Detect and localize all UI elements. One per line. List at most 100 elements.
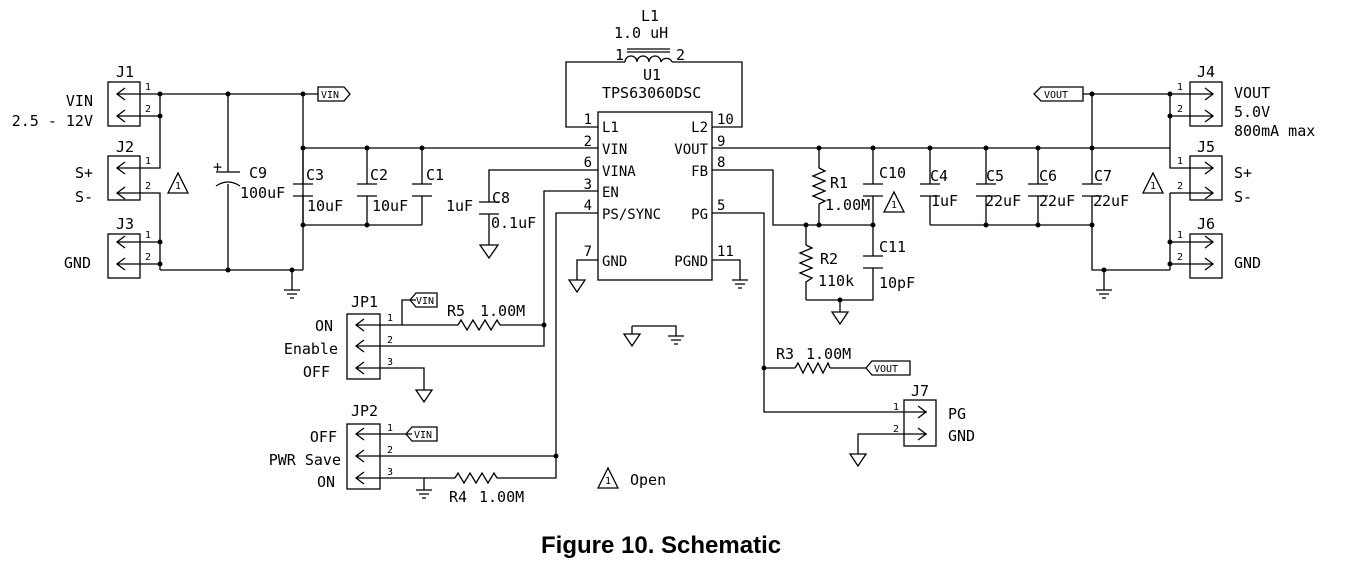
conn-label: S-	[75, 188, 93, 206]
conn-label: 5.0V	[1234, 103, 1270, 121]
pin-num-vina: 6	[584, 155, 592, 171]
res-value: 1.00M	[479, 488, 524, 506]
pin-num-gnd: 7	[584, 244, 592, 260]
open-mark: 1	[175, 181, 181, 192]
jumper-jp1: 1 2 3 JP1 ON Enable OFF	[284, 293, 393, 381]
pin-name-fb: FB	[691, 164, 708, 180]
res-ref: R1	[830, 174, 848, 192]
res-ref: R3	[776, 345, 794, 363]
inductor-pin2: 2	[676, 46, 685, 64]
conn-label: GND	[64, 254, 91, 272]
conn-label: PWR Save	[269, 451, 341, 469]
conn-label: OFF	[310, 428, 337, 446]
cap-value: 1uF	[446, 197, 473, 215]
res-value: 1.00M	[825, 196, 870, 214]
pin-num: 1	[1177, 230, 1183, 241]
pin-name-pg: PG	[691, 207, 708, 223]
resistor-r5: R5 1.00M	[447, 302, 525, 332]
capacitor-c7: C7 22uF	[1082, 167, 1129, 210]
pin-name-l1: L1	[602, 120, 619, 136]
cap-ref: C3	[306, 166, 324, 184]
capacitor-c2: C2 10uF	[357, 166, 408, 215]
capacitor-c3: C3 10uF	[293, 166, 343, 215]
conn-ref: J7	[911, 382, 929, 400]
pin-num: 2	[145, 181, 151, 192]
cap-value: 22uF	[1039, 192, 1075, 210]
resistor-r4: R4 1.00M	[449, 471, 524, 506]
res-ref: R2	[820, 250, 838, 268]
resistor-r1: R1 1.00M	[811, 167, 870, 214]
net-label-text: VIN	[416, 296, 434, 307]
conn-ref: J4	[1197, 63, 1215, 81]
legend-mark: 1	[605, 476, 611, 487]
pin-num: 1	[145, 156, 151, 167]
connector-j2: 1 2 J2 S+ S- 1	[75, 138, 190, 206]
open-mark: 1	[1150, 181, 1156, 192]
conn-label: GND	[948, 427, 975, 445]
conn-ref: J3	[116, 215, 134, 233]
pin-num: 3	[387, 357, 393, 368]
cap-ref: C11	[879, 238, 906, 256]
pin-num-vin: 2	[584, 134, 592, 150]
pin-num: 1	[1177, 82, 1183, 93]
conn-label: PG	[948, 405, 966, 423]
resistor-r3: R3 1.00M	[776, 345, 851, 375]
pin-num-pgnd: 11	[717, 244, 734, 260]
net-label-vout-pg: VOUT	[865, 360, 911, 376]
cap-value: 100uF	[240, 184, 285, 202]
net-label-text: VIN	[414, 430, 432, 441]
pin-num-en: 3	[584, 177, 592, 193]
pin-name-ps: PS/SYNC	[602, 207, 661, 223]
connector-j7: 1 2 J7 PG GND	[893, 382, 975, 447]
conn-label: VOUT	[1234, 84, 1270, 102]
res-value: 1.00M	[480, 302, 525, 320]
capacitor-c5: C5 22uF	[976, 167, 1021, 210]
cap-ref: C2	[370, 166, 388, 184]
open-marker-c10: 1	[882, 190, 906, 213]
conn-label: GND	[1234, 254, 1261, 272]
capacitor-c4: C4 1uF	[920, 167, 958, 210]
pin-num: 1	[145, 82, 151, 93]
resistor-r2: R2 110k	[798, 244, 854, 290]
pin-name-l2: L2	[691, 120, 708, 136]
conn-label: Enable	[284, 340, 338, 358]
cap-ref: C4	[930, 167, 948, 185]
cap-value: 22uF	[985, 192, 1021, 210]
connector-j4: 1 2 J4 VOUT 5.0V 800mA max	[1177, 63, 1315, 140]
cap-ref: C7	[1094, 167, 1112, 185]
capacitor-c11: C11 10pF	[863, 238, 915, 292]
cap-ref: C1	[426, 166, 444, 184]
res-value: 1.00M	[806, 345, 851, 363]
conn-label: ON	[317, 473, 335, 491]
pin-num: 1	[1177, 156, 1183, 167]
cap-ref: C9	[249, 164, 267, 182]
conn-ref: J5	[1197, 138, 1215, 156]
conn-ref: J6	[1197, 215, 1215, 233]
net-label-text: VOUT	[1044, 90, 1068, 101]
pin-num: 2	[1177, 104, 1183, 115]
cap-ref: C10	[879, 164, 906, 182]
pin-name-vout: VOUT	[674, 142, 708, 158]
legend: 1 Open	[596, 466, 666, 489]
junctions	[157, 91, 1173, 459]
conn-label: ON	[315, 317, 333, 335]
conn-ref: J2	[116, 138, 134, 156]
net-label-vout-top: VOUT	[1033, 86, 1084, 102]
capacitor-c8: C8 0.1uF	[479, 189, 536, 232]
pin-name-vin: VIN	[602, 142, 627, 158]
pin-num: 2	[387, 335, 393, 346]
pin-num: 2	[387, 445, 393, 456]
pin-name-en: EN	[602, 185, 619, 201]
conn-label: S+	[75, 164, 93, 182]
figure-caption: Figure 10. Schematic	[541, 532, 781, 559]
legend-text: Open	[630, 471, 666, 489]
cap-value: 22uF	[1093, 192, 1129, 210]
conn-label: 2.5 - 12V	[12, 112, 93, 130]
cap-value: 0.1uF	[491, 214, 536, 232]
capacitor-c10: C10	[863, 164, 906, 197]
res-value: 110k	[818, 272, 854, 290]
ic-u1: U1 TPS63060DSC L1 VIN VINA EN PS/SYNC GN…	[584, 66, 734, 281]
pin-num: 3	[387, 467, 393, 478]
net-label-text: VOUT	[874, 364, 898, 375]
cap-value: 10uF	[307, 197, 343, 215]
